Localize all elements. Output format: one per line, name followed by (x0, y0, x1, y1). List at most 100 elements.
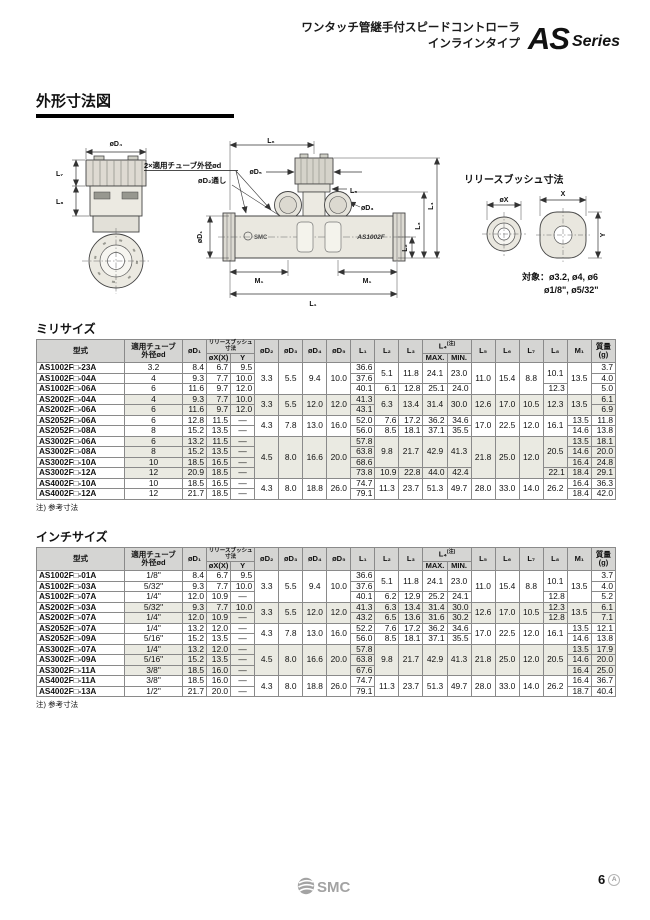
table-cell: 13.5 (566, 393, 592, 416)
table-cell: 9.5 (230, 570, 256, 582)
table-cell: 16.0 (326, 622, 352, 645)
mm-table-title: ミリサイズ (36, 322, 96, 336)
dim-m1-left-label: M₁ (255, 278, 264, 285)
table-cell: 6.1 (374, 383, 400, 395)
table-cell: 4.3 (254, 622, 280, 645)
table-cell: 12.8 (398, 383, 424, 395)
column-header: L₅ (470, 338, 496, 364)
inch-table-note: 注) 参考寸法 (36, 700, 79, 710)
table-cell: 14.0 (518, 477, 544, 500)
table-cell: 7.7 (206, 601, 232, 614)
table-cell: 12.1 (590, 622, 617, 635)
body-logo-text: SMC (254, 235, 268, 241)
table-cell: 21.7 (181, 488, 208, 500)
page-number-value: 6 (598, 872, 606, 887)
column-header: リリースブッシュ寸法 (206, 547, 256, 562)
column-header: L₇ (518, 338, 544, 364)
table-cell: 6 (124, 404, 183, 416)
bush-dim-ox-label: øX (500, 197, 509, 204)
table-cell: — (230, 685, 256, 698)
table-cell: 51.3 (422, 477, 448, 500)
column-header: øD₄ (302, 338, 328, 364)
table-cell: 26.2 (542, 477, 568, 500)
table-cell: 3/8" (124, 664, 183, 677)
table-cell: 5.1 (374, 570, 400, 593)
table-cell: 21.7 (398, 435, 424, 469)
series-logo: AS Series (528, 23, 620, 54)
model-cell: AS4002F□-12A (36, 488, 125, 500)
table-cell: 16.5 (206, 477, 232, 490)
table-cell: 8 (124, 425, 183, 437)
table-cell: 17.0 (470, 414, 496, 437)
dim-d3-label: øD₃ (361, 205, 374, 212)
table-cell: 8.0 (278, 477, 304, 500)
table-cell: 8.4 (181, 362, 208, 374)
table-cell: 16.0 (206, 675, 232, 687)
table-cell: 6.5 (374, 612, 400, 624)
table-cell: 3.3 (254, 362, 280, 395)
column-header: 型式 (36, 546, 125, 572)
bush-dim-x-label: X (561, 191, 566, 198)
table-cell: 18.8 (302, 477, 328, 500)
table-cell: 10 (124, 477, 183, 490)
table-cell: 9.4 (302, 570, 328, 603)
column-header: L₈ (542, 338, 568, 364)
table-cell: 6 (124, 435, 183, 448)
table-cell: 13.0 (302, 622, 328, 645)
table-cell: 13.5 (566, 414, 592, 427)
dim-d5-label: øD₅ (249, 169, 262, 176)
table-cell: 20.5 (542, 435, 568, 469)
table-cell: 11.8 (590, 414, 617, 427)
table-cell: 5.0 (590, 383, 617, 395)
table-cell: 5/32" (124, 580, 183, 593)
table-cell: 25.1 (422, 383, 448, 395)
table-cell: 36.3 (590, 477, 617, 490)
table-cell: 22.5 (494, 622, 520, 645)
model-cell: AS2002F□-04A (36, 393, 125, 406)
table-cell: 12.0 (181, 612, 208, 624)
table-cell: 9.5 (230, 362, 256, 374)
table-cell: 12.0 (206, 622, 232, 635)
table-cell: 5.5 (278, 601, 304, 624)
table-cell: 10.0 (326, 570, 352, 603)
column-header: L₅ (470, 546, 496, 572)
table-cell: 28.0 (470, 675, 496, 698)
table-cell: — (230, 425, 256, 437)
table-cell: 16.4 (566, 477, 592, 490)
table-cell: 10.9 (206, 591, 232, 603)
bush-section-title: リリースブッシュ寸法 (464, 173, 564, 186)
table-cell: 24.1 (446, 591, 472, 603)
table-cell: 11.0 (470, 362, 496, 395)
bush-target-line2: ø1/8", ø5/32" (544, 285, 599, 295)
column-header: øD₅ (326, 338, 352, 364)
table-cell: 14.6 (566, 654, 592, 666)
table-cell: 13.6 (398, 612, 424, 624)
table-cell: 23.7 (398, 675, 424, 698)
table-cell: 26.2 (542, 675, 568, 698)
table-cell: 21.8 (470, 643, 496, 677)
table-cell: 5.2 (590, 591, 617, 603)
table-cell: 30.2 (446, 612, 472, 624)
table-cell: 13.0 (302, 414, 328, 437)
table-cell: 25.0 (494, 435, 520, 479)
table-cell: 18.5 (181, 477, 208, 490)
table-cell: 4 (124, 393, 183, 406)
model-cell: AS4002F□-10A (36, 477, 125, 490)
table-cell: 3.3 (254, 570, 280, 603)
model-cell: AS3002F□-12A (36, 467, 125, 479)
table-cell: 18.5 (181, 675, 208, 687)
table-cell: 12.0 (230, 404, 256, 416)
table-cell: 57.8 (350, 643, 376, 656)
table-cell: 74.7 (350, 675, 376, 687)
table-cell: 6.3 (374, 393, 400, 416)
table-cell: 10.1 (542, 570, 568, 593)
table-cell: 9.8 (374, 643, 400, 677)
table-cell: 17.0 (494, 393, 520, 416)
model-cell: AS1002F□-01A (36, 570, 125, 582)
table-cell: 41.3 (446, 435, 472, 469)
table-cell: 6 (124, 383, 183, 395)
table-cell: 5.5 (278, 362, 304, 395)
